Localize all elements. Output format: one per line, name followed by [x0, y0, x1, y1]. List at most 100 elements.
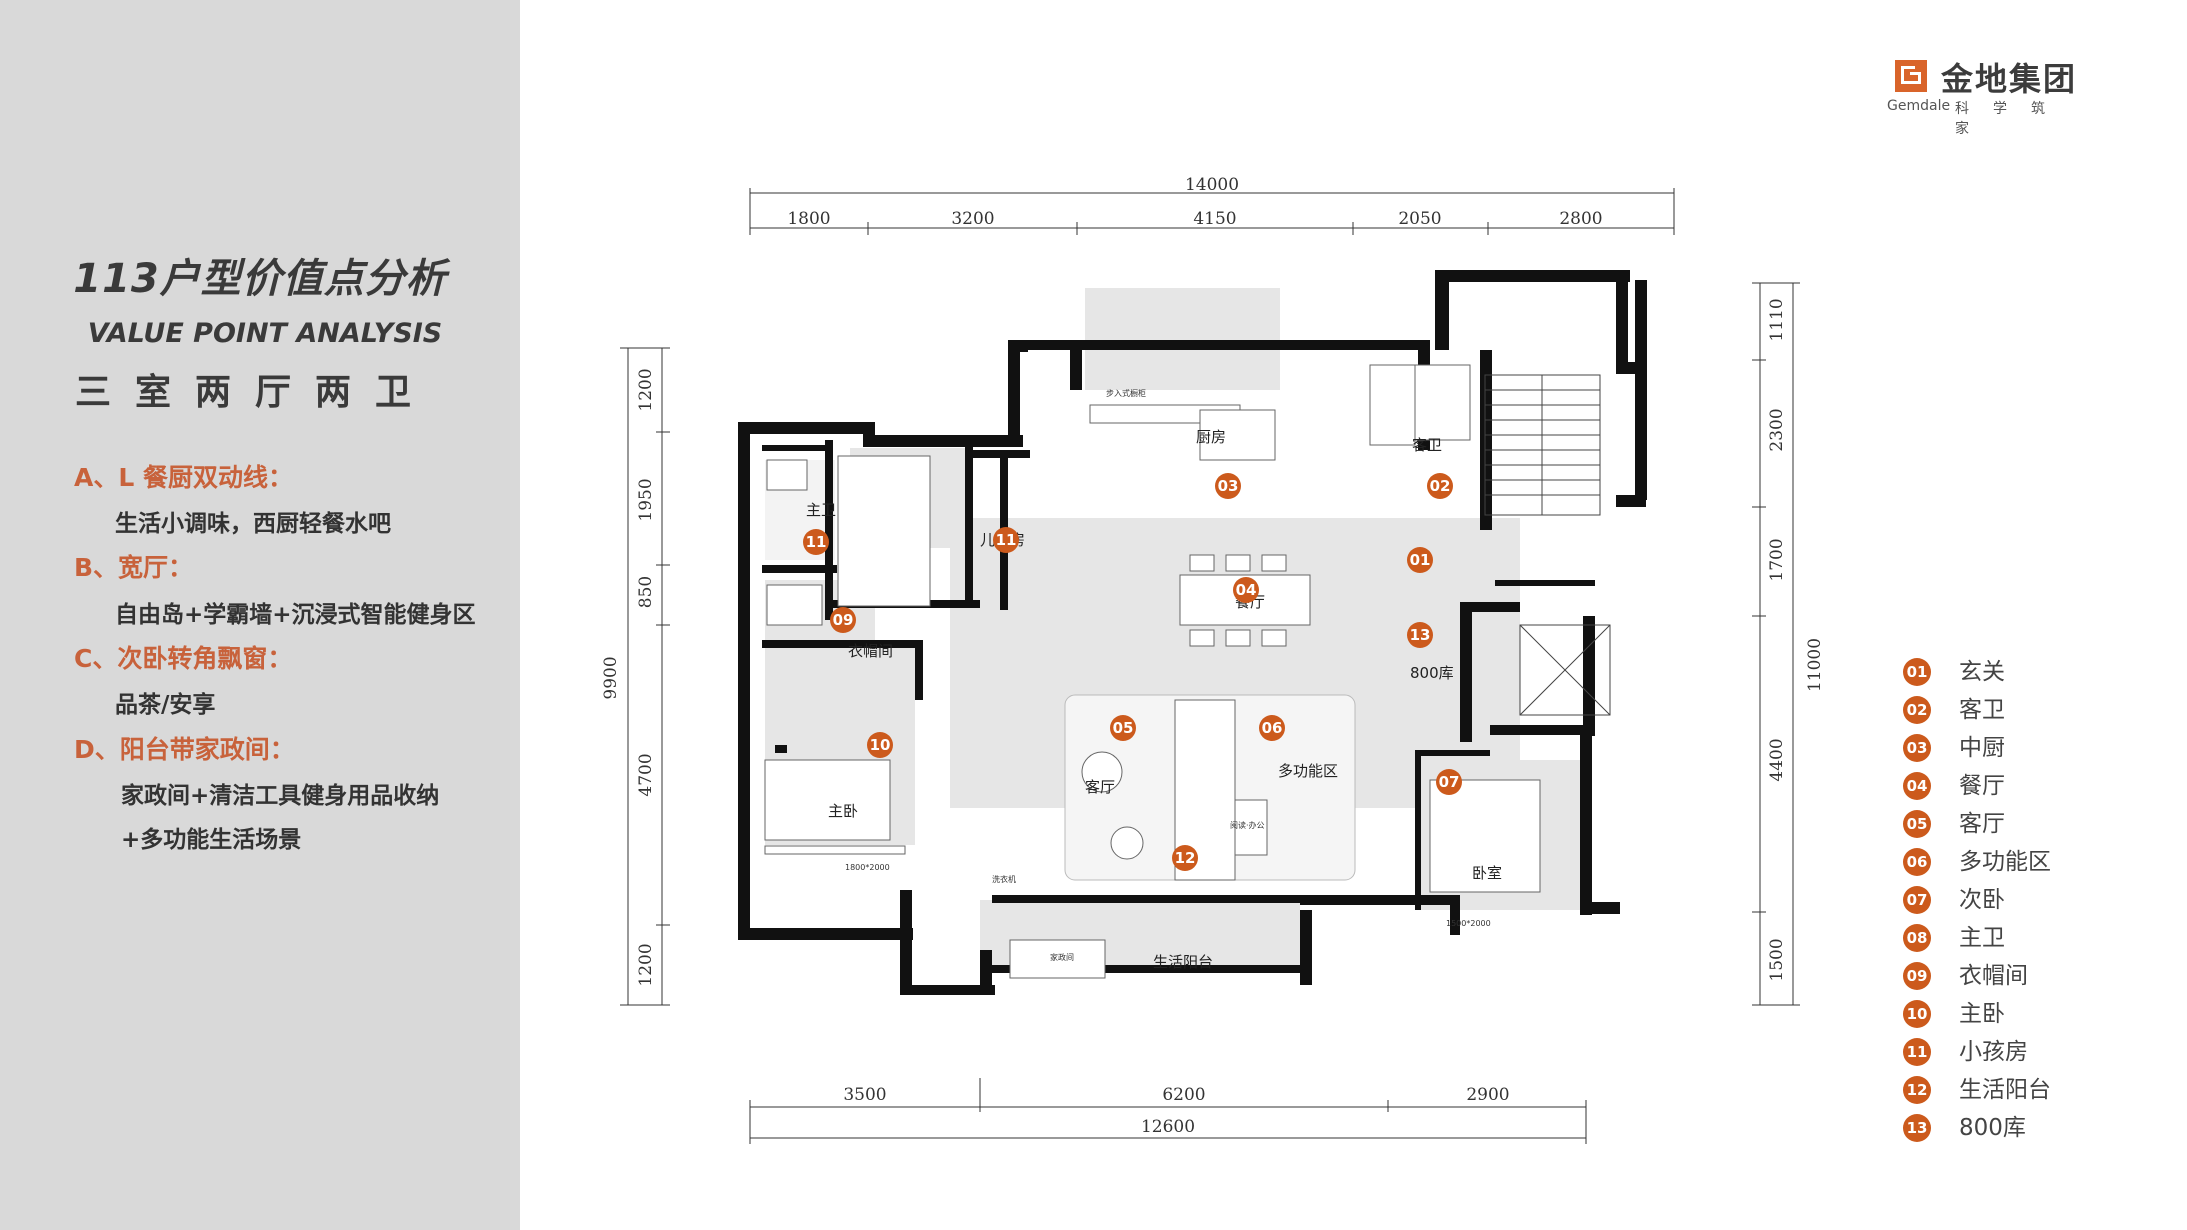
room-master-bed: 主卧 [828, 802, 858, 820]
point-d-body-1: 家政间+清洁工具健身用品收纳 [121, 783, 440, 809]
dim-top-3: 4150 [1193, 209, 1236, 229]
brand-name: 金地集团 [1941, 60, 2078, 98]
legend-label: 客卫 [1959, 697, 2005, 723]
dim-right-4: 4400 [1767, 738, 1787, 781]
legend-item: 11 小孩房 [1903, 1038, 2103, 1070]
marker-09-label: 09 [833, 611, 854, 629]
marker-07-label: 07 [1439, 773, 1460, 791]
marker-05-label: 05 [1113, 719, 1134, 737]
dim-top-total: 14000 [1185, 175, 1239, 195]
legend-label: 主卧 [1959, 1001, 2005, 1027]
dim-bottom-1: 3500 [843, 1085, 886, 1105]
room-multi: 多功能区 [1278, 762, 1338, 780]
marker-11-kids: 11 [993, 527, 1019, 553]
marker-01: 01 [1407, 547, 1433, 573]
legend-item: 10 主卧 [1903, 1000, 2103, 1032]
marker-10-label: 10 [870, 736, 891, 754]
legend-label: 玄关 [1959, 659, 2005, 685]
dim-right-1: 1110 [1767, 298, 1787, 341]
legend-num: 07 [1903, 886, 1931, 914]
legend-num: 12 [1903, 1076, 1931, 1104]
legend-num: 08 [1903, 924, 1931, 952]
legend-num: 10 [1903, 1000, 1931, 1028]
room-living: 客厅 [1085, 778, 1115, 796]
note-washer: 洗衣机 [992, 874, 1016, 884]
marker-06-label: 06 [1262, 719, 1283, 737]
marker-02: 02 [1427, 473, 1453, 499]
marker-12: 12 [1172, 845, 1198, 871]
dim-bottom-2: 6200 [1162, 1085, 1205, 1105]
legend-label: 次卧 [1959, 887, 2005, 913]
note-walkin: 步入式橱柜 [1106, 388, 1146, 398]
legend-num: 06 [1903, 848, 1931, 876]
dim-top-1: 1800 [787, 209, 830, 229]
dim-left-2: 1950 [636, 478, 656, 521]
point-a-body: 生活小调味，西厨轻餐水吧 [115, 511, 391, 537]
point-c-body: 品茶/安享 [115, 692, 216, 718]
dim-right-5: 1500 [1767, 938, 1787, 981]
marker-03: 03 [1215, 473, 1241, 499]
legend-num: 09 [1903, 962, 1931, 990]
legend-label: 生活阳台 [1959, 1077, 2051, 1103]
dim-left-total: 9900 [601, 656, 621, 699]
marker-07: 07 [1436, 769, 1462, 795]
legend-label: 衣帽间 [1959, 963, 2028, 989]
point-d-heading: D、阳台带家政间： [74, 735, 295, 764]
room-master-bath: 主卫 [806, 501, 836, 519]
room-balcony: 生活阳台 [1153, 953, 1213, 971]
legend-label: 客厅 [1959, 811, 2005, 837]
legend-item: 08 主卫 [1903, 924, 2103, 956]
marker-03-label: 03 [1218, 477, 1239, 495]
legend-label: 多功能区 [1959, 849, 2051, 875]
floor-plan: 14000 1800 3200 4150 2050 2800 3500 6200… [601, 175, 1825, 1144]
legend-label: 800库 [1959, 1115, 2026, 1141]
dim-bottom-total: 12600 [1141, 1117, 1195, 1137]
stairwell [1484, 374, 1611, 716]
marker-02-label: 02 [1430, 477, 1451, 495]
marker-06: 06 [1259, 715, 1285, 741]
dim-top [749, 188, 1675, 235]
marker-11a-label: 11 [806, 533, 827, 551]
dim-left-1: 1200 [636, 368, 656, 411]
legend-num: 03 [1903, 734, 1931, 762]
legend-num: 04 [1903, 772, 1931, 800]
point-a-heading: A、L 餐厨双动线： [74, 463, 293, 492]
legend-item: 09 衣帽间 [1903, 962, 2103, 994]
dim-right-total: 11000 [1805, 638, 1825, 692]
dim-top-4: 2050 [1398, 209, 1441, 229]
legend-label: 小孩房 [1959, 1039, 2028, 1065]
dim-top-5: 2800 [1559, 209, 1602, 229]
marker-13: 13 [1407, 622, 1433, 648]
note-laundry: 家政间 [1050, 952, 1074, 962]
dim-left-5: 1200 [636, 943, 656, 986]
marker-04: 04 [1233, 577, 1259, 603]
marker-11-bath: 11 [803, 529, 829, 555]
note-bed-size-master: 1800*2000 [845, 863, 890, 872]
legend-item: 12 生活阳台 [1903, 1076, 2103, 1108]
furniture [764, 364, 1541, 979]
legend-label: 主卫 [1959, 925, 2005, 951]
walls [738, 270, 1647, 995]
point-d-body-2: +多功能生活场景 [121, 827, 302, 853]
legend-item: 07 次卧 [1903, 886, 2103, 918]
marker-10: 10 [867, 732, 893, 758]
marker-04-label: 04 [1236, 581, 1257, 599]
marker-12-label: 12 [1175, 849, 1196, 867]
room-storage: 800库 [1410, 664, 1454, 682]
left-panel: 113户型价值点分析 VALUE POINT ANALYSIS 三室两厅两卫 A… [0, 0, 520, 1230]
legend-num: 11 [1903, 1038, 1931, 1066]
room-kitchen: 厨房 [1196, 428, 1226, 446]
brand-en: Gemdale [1887, 98, 1951, 114]
dim-right-3: 1700 [1767, 538, 1787, 581]
point-b-body: 自由岛+学霸墙+沉浸式智能健身区 [115, 602, 476, 628]
point-b-heading: B、宽厅： [74, 553, 194, 582]
room-guest-bath: 客卫 [1412, 436, 1442, 454]
dim-left-3: 850 [636, 576, 656, 608]
marker-11b-label: 11 [996, 531, 1017, 549]
